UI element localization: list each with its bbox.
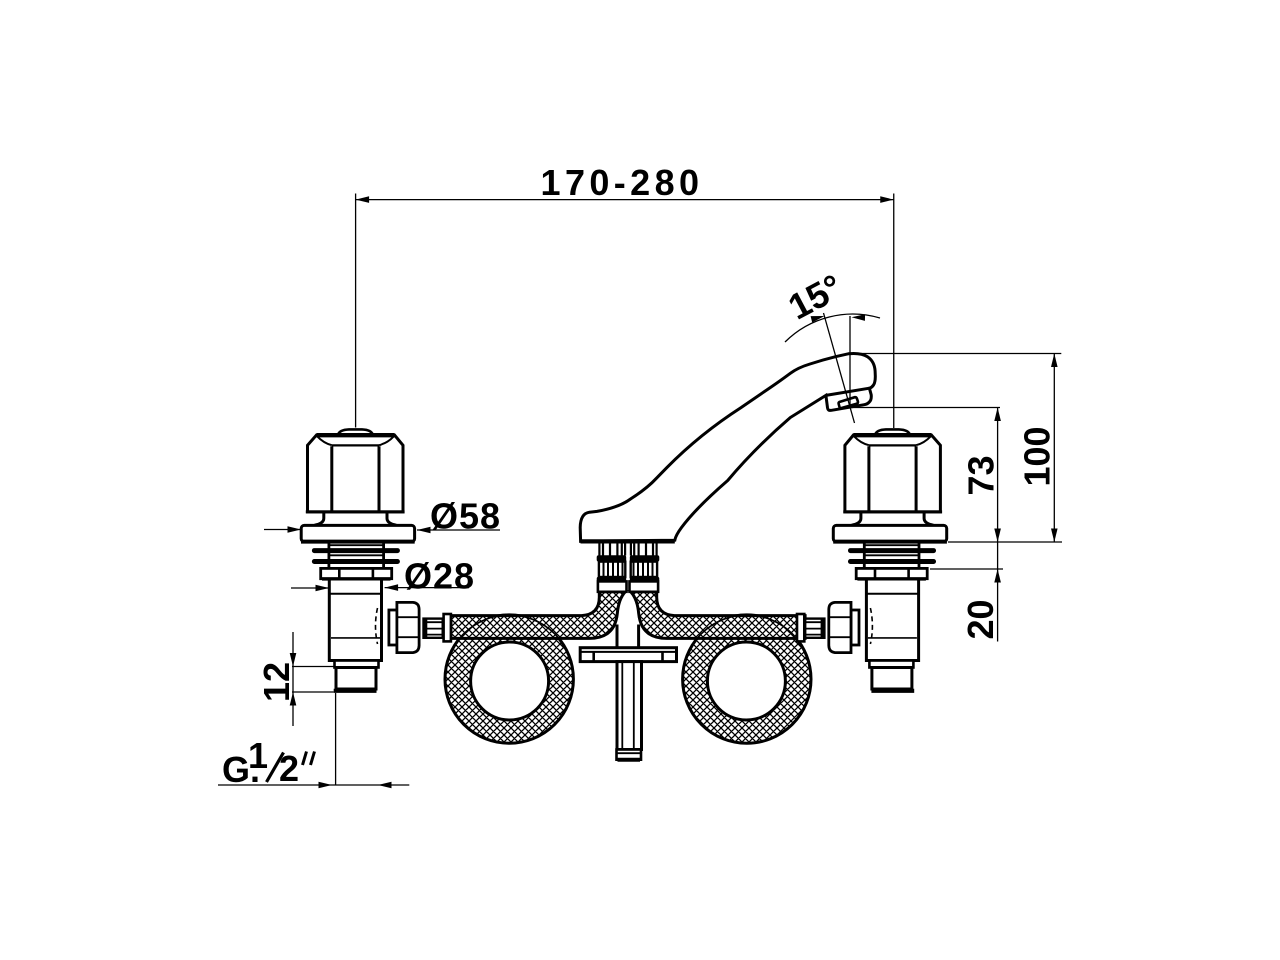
svg-text:2: 2 <box>279 748 299 789</box>
svg-text:20: 20 <box>960 599 1001 639</box>
svg-text:73: 73 <box>961 455 1002 495</box>
svg-text:Ø28: Ø28 <box>404 556 475 597</box>
svg-text:1: 1 <box>248 735 268 776</box>
svg-text:Ø58: Ø58 <box>430 496 501 537</box>
svg-text:G.: G. <box>222 749 260 790</box>
svg-text:100: 100 <box>1017 426 1058 486</box>
svg-text:12: 12 <box>256 662 297 702</box>
svg-text:170-280: 170-280 <box>541 162 704 203</box>
